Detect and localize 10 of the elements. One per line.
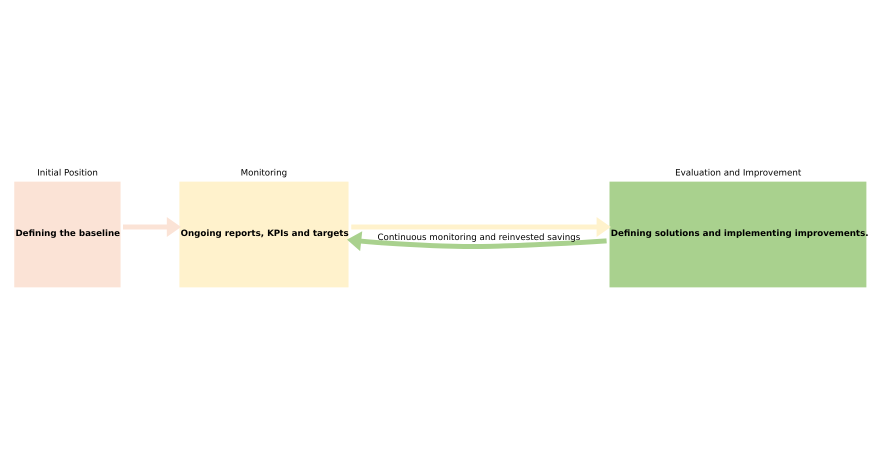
node-label: Evaluation and Improvement [675, 168, 802, 178]
edge-label: Continuous monitoring and reinvested savings [377, 233, 580, 244]
arrow [123, 217, 182, 237]
node-label: Monitoring [240, 168, 288, 178]
node-box: Defining the baseline [14, 182, 121, 288]
arrow [351, 217, 611, 237]
arrow [347, 231, 607, 252]
node-box: Ongoing reports, KPIs and targets [179, 182, 349, 288]
node-label: Initial Position [37, 168, 98, 178]
node-box: Defining solutions and implementing improvements. [610, 182, 866, 288]
